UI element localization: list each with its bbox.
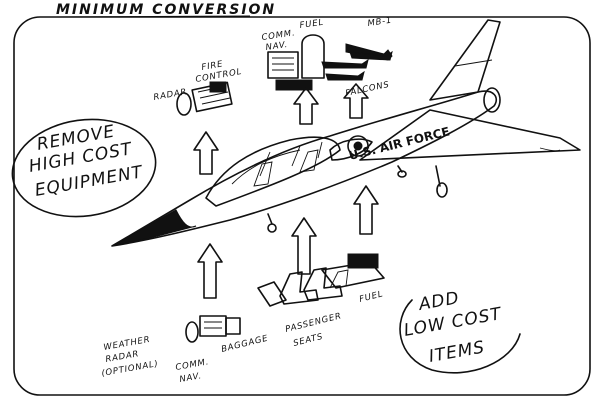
title-underline bbox=[53, 15, 251, 18]
added-weather-radar bbox=[185, 315, 227, 343]
label-passenger-seats-2: SEATS bbox=[292, 332, 324, 349]
label-added-comm: COMM. bbox=[175, 357, 210, 373]
label-added-fuel: FUEL bbox=[358, 289, 384, 305]
removal-arrow-2 bbox=[293, 87, 319, 125]
canopy-ribs bbox=[259, 141, 323, 177]
diagram-title: MINIMUM CONVERSION bbox=[56, 2, 276, 18]
add-note-line-3: ITEMS bbox=[427, 337, 486, 367]
label-removed-nav: NAV. bbox=[265, 40, 289, 53]
label-added-nav: NAV. bbox=[179, 371, 203, 385]
weather-radar-dish bbox=[185, 321, 199, 343]
fuselage bbox=[111, 90, 498, 247]
exhaust-nozzle bbox=[483, 87, 501, 113]
tail-line bbox=[454, 59, 493, 67]
delta-wing-aircraft: U.S. AIR FORCE bbox=[111, 19, 581, 247]
passenger-seat-3 bbox=[329, 269, 349, 289]
removal-arrow-1 bbox=[193, 131, 219, 175]
fire-control-top bbox=[209, 81, 227, 93]
nose-gear-strut bbox=[267, 213, 273, 225]
canopy bbox=[205, 136, 341, 207]
removal-arrow-3 bbox=[343, 83, 369, 119]
baggage-case bbox=[257, 281, 287, 307]
passenger-seat-1 bbox=[279, 271, 319, 305]
add-note-loop bbox=[399, 299, 521, 374]
add-note-line-2: LOW COST bbox=[402, 304, 504, 341]
canopy-frame bbox=[231, 149, 301, 185]
added-fuel-cell bbox=[347, 253, 379, 269]
pilot-seat bbox=[253, 161, 273, 187]
falcon-missiles bbox=[321, 50, 393, 81]
remove-note-loop bbox=[11, 118, 157, 218]
label-removed-comm: COMM. bbox=[261, 28, 296, 43]
added-comm-nav-box bbox=[225, 317, 241, 335]
main-gear-wheel bbox=[436, 182, 448, 198]
removed-comm-nav-unit bbox=[267, 51, 313, 91]
comm-nav-box bbox=[267, 51, 299, 79]
aux-gear-wheel bbox=[397, 170, 407, 178]
nose-gear-wheel bbox=[267, 223, 277, 233]
add-note-line-1: ADD bbox=[416, 288, 461, 315]
comm-nav-tray bbox=[275, 79, 313, 91]
main-gear-strut bbox=[435, 165, 441, 187]
falcon-missile-1 bbox=[321, 58, 369, 69]
delta-wing bbox=[359, 109, 581, 161]
label-mb1: MB-1 bbox=[367, 16, 393, 29]
rear-seat bbox=[299, 149, 319, 173]
nose-cone bbox=[111, 209, 197, 247]
label-radar: RADAR bbox=[153, 87, 188, 103]
vertical-tail bbox=[429, 19, 501, 101]
falcon-missile-3 bbox=[325, 70, 365, 81]
radar-fire-control-unit bbox=[176, 81, 233, 116]
radar-dish bbox=[176, 92, 192, 116]
comm-nav-grille bbox=[272, 57, 294, 71]
roundel bbox=[347, 135, 369, 157]
weather-radar-grille bbox=[204, 321, 222, 329]
addition-arrow-1 bbox=[197, 243, 223, 299]
label-passenger-seats-1: PASSENGER bbox=[284, 311, 343, 335]
label-removed-fuel: FUEL bbox=[299, 18, 325, 31]
passenger-seats bbox=[279, 267, 349, 305]
roundel-center bbox=[353, 141, 363, 151]
falcon-missile-2 bbox=[349, 50, 393, 61]
passenger-seat-2 bbox=[303, 267, 343, 301]
air-intake bbox=[329, 138, 373, 161]
addition-arrow-3 bbox=[353, 185, 379, 235]
sketch-border bbox=[13, 16, 591, 396]
label-baggage: BAGGAGE bbox=[220, 334, 269, 355]
addition-arrow-2 bbox=[291, 217, 317, 275]
wing-tip bbox=[539, 147, 561, 152]
removed-fuel-tank bbox=[301, 34, 325, 79]
weather-radar-box bbox=[199, 315, 227, 337]
label-fire-control-1: FIRE bbox=[201, 59, 224, 73]
